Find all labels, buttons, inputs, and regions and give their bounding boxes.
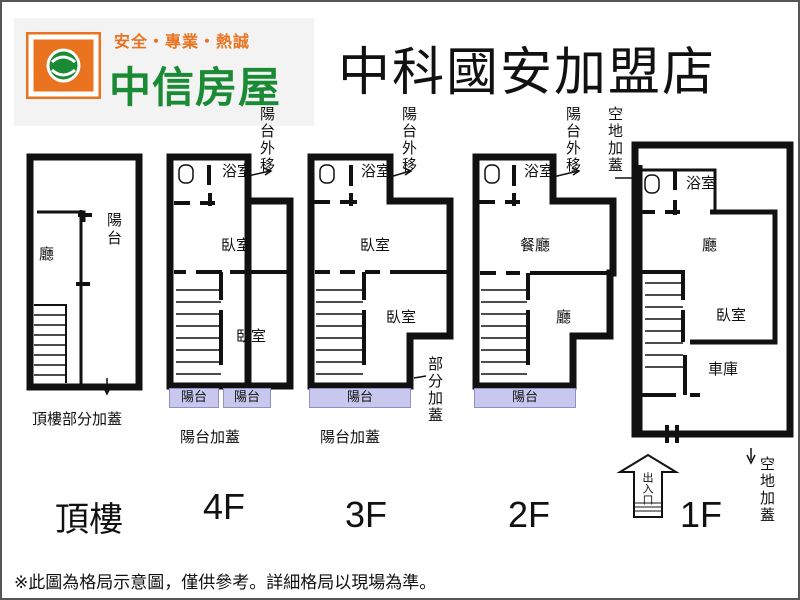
f1-floor-label: 1F [680, 494, 723, 535]
f1-bedroom-label: 臥室 [716, 306, 747, 324]
f1-bath-label: 浴室 [686, 174, 717, 192]
f4-balcony-move-label: 陽台外移 [258, 106, 276, 174]
f2-balcony-move-label: 陽台外移 [564, 106, 582, 174]
store-name: 中科國安加盟店 [338, 43, 717, 103]
f4-balcony-right: 陽台 [223, 388, 271, 408]
f3-partial-addition-label: 部分加蓋 [426, 356, 444, 424]
floor-1f-plan [615, 141, 794, 465]
roof-living-label: 廳 [37, 246, 55, 264]
f4-floor-label: 4F [203, 486, 246, 527]
f3-bedroom2-label: 臥室 [386, 308, 417, 326]
floor-3f-plan [307, 153, 454, 390]
f1-garage-label: 車庫 [708, 360, 739, 378]
f4-bath-label: 浴室 [222, 162, 253, 180]
f2-floor-label: 2F [508, 494, 551, 535]
f4-bedroom2-label: 臥室 [236, 327, 267, 345]
f2-dining-label: 餐廳 [520, 236, 551, 254]
f1-entrance-label: 出入口 [641, 472, 654, 505]
f4-note: 陽台加蓋 [180, 428, 241, 446]
f3-balcony-move-label: 陽台外移 [400, 106, 418, 174]
f3-bath-label: 浴室 [361, 162, 392, 180]
f2-balcony: 陽台 [474, 388, 576, 408]
roof-balcony-label: 陽台 [105, 212, 123, 248]
f4-bedroom1-label: 臥室 [221, 236, 252, 254]
brand-logo: 安全・專業・熱誠 中信房屋 [14, 18, 314, 126]
f4-balcony-left: 陽台 [169, 388, 219, 408]
roof-note: 頂樓部分加蓋 [32, 410, 123, 428]
f2-bath-label: 浴室 [524, 162, 555, 180]
f3-note: 陽台加蓋 [320, 428, 381, 446]
floor-4f-plan [166, 153, 294, 390]
f3-balcony: 陽台 [309, 388, 411, 408]
f1-open-space-top-label: 空地加蓋 [606, 106, 624, 174]
roof-floor-label: 頂樓 [55, 500, 123, 540]
brand-slogan: 安全・專業・熱誠 [114, 32, 251, 51]
roof-plan [26, 153, 143, 396]
f1-living-label: 廳 [702, 236, 718, 254]
f2-living-label: 廳 [556, 308, 572, 326]
logo-mark-graphic [26, 32, 101, 99]
footer-disclaimer: ※此圖為格局示意圖，僅供參考。詳細格局以現場為準。 [14, 573, 437, 593]
f1-open-space-bottom-label: 空地加蓋 [758, 456, 776, 524]
floor-2f-plan [472, 153, 617, 390]
entrance-arrow [616, 453, 680, 518]
brand-name: 中信房屋 [109, 63, 282, 112]
f3-bedroom1-label: 臥室 [360, 236, 391, 254]
zhongxin-logo-icon [26, 32, 101, 99]
f3-floor-label: 3F [345, 494, 388, 535]
